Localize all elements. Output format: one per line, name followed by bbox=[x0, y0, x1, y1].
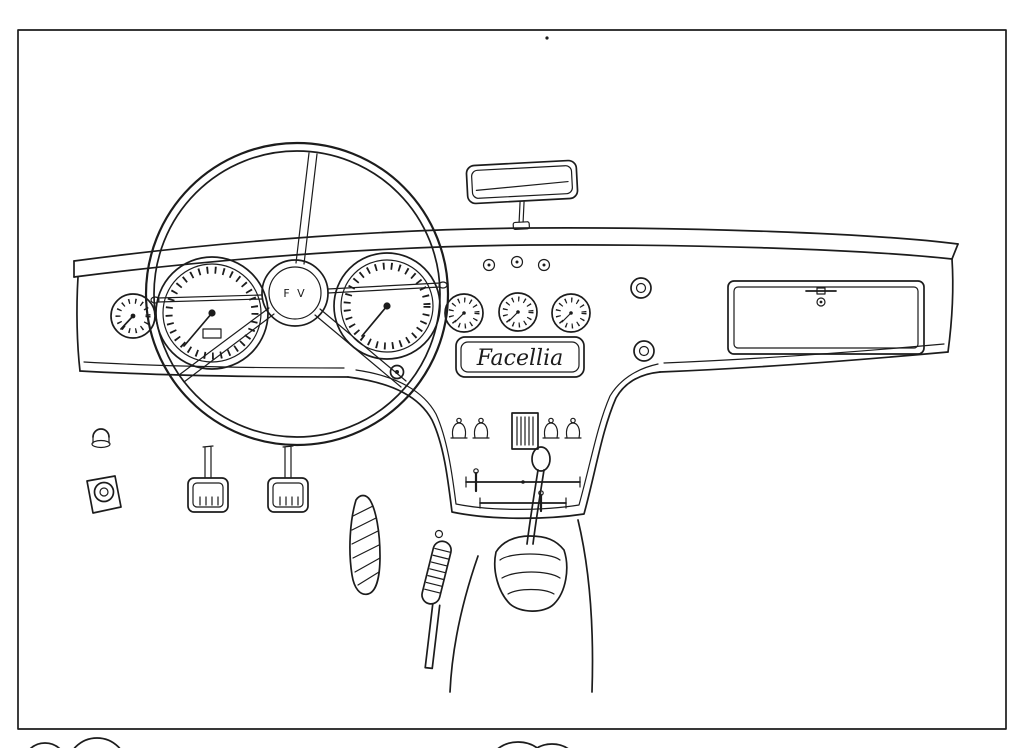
mirror-base bbox=[512, 221, 530, 231]
cigarette-lighter bbox=[511, 412, 539, 450]
glovebox-lock-icon bbox=[816, 297, 826, 307]
next-figure-fragments bbox=[29, 737, 569, 748]
badge-script-text: Facellia bbox=[476, 346, 563, 371]
minor-gauge-cluster bbox=[444, 255, 591, 333]
glovebox-handle bbox=[805, 287, 837, 307]
knob-upper bbox=[630, 277, 652, 299]
page-frame bbox=[17, 29, 1007, 730]
toggle-switch-2 bbox=[472, 417, 490, 439]
turn-signal-stalk bbox=[150, 281, 448, 304]
gear-lever bbox=[449, 446, 594, 693]
minor-gauge-1 bbox=[444, 293, 484, 333]
facellia-badge: Facellia bbox=[455, 336, 585, 378]
minor-gauge-3 bbox=[551, 293, 591, 333]
transmission-tunnel bbox=[449, 519, 594, 693]
wheel-hub: F V bbox=[261, 259, 329, 327]
glovebox bbox=[727, 280, 925, 355]
dashboard-body bbox=[73, 227, 959, 520]
rearview-mirror bbox=[465, 159, 579, 231]
needle bbox=[361, 305, 388, 337]
handbrake-button bbox=[434, 529, 444, 539]
hub-monogram-text: F V bbox=[283, 287, 306, 300]
clutch-pedal bbox=[187, 445, 229, 513]
heater-slider-lower bbox=[479, 490, 567, 513]
minor-knob-row bbox=[482, 255, 551, 272]
dash-knobs bbox=[630, 277, 655, 362]
mirror-stem bbox=[518, 201, 525, 223]
needle bbox=[183, 312, 213, 347]
minor-gauge-2 bbox=[498, 292, 538, 332]
speedometer bbox=[155, 256, 269, 370]
accelerator-pedal bbox=[349, 494, 381, 596]
tachometer bbox=[333, 252, 441, 360]
toggle-switches bbox=[450, 417, 582, 439]
dimmer-knob bbox=[93, 481, 115, 503]
heater-sliders bbox=[465, 468, 581, 513]
handbrake-shaft bbox=[424, 603, 441, 670]
knob-lower bbox=[633, 340, 655, 362]
heater-slider-upper bbox=[465, 468, 581, 493]
needle bbox=[120, 315, 134, 330]
wheel-rim-outer bbox=[144, 141, 450, 447]
wheel-rim-inner bbox=[153, 150, 441, 438]
wheel-spokes bbox=[178, 152, 407, 388]
odometer bbox=[202, 328, 222, 339]
gear-knob bbox=[531, 446, 551, 472]
handbrake-lever bbox=[421, 529, 452, 670]
brake-pedal bbox=[267, 445, 309, 513]
pull-knob bbox=[91, 428, 111, 449]
toggle-switch-4 bbox=[564, 417, 582, 439]
toggle-switch-1 bbox=[450, 417, 468, 439]
dimmer-switch bbox=[86, 475, 122, 514]
gear-boot bbox=[493, 535, 568, 612]
steering-wheel: F V bbox=[144, 141, 450, 447]
ink-speck bbox=[545, 36, 549, 40]
toggle-switch-3 bbox=[542, 417, 560, 439]
